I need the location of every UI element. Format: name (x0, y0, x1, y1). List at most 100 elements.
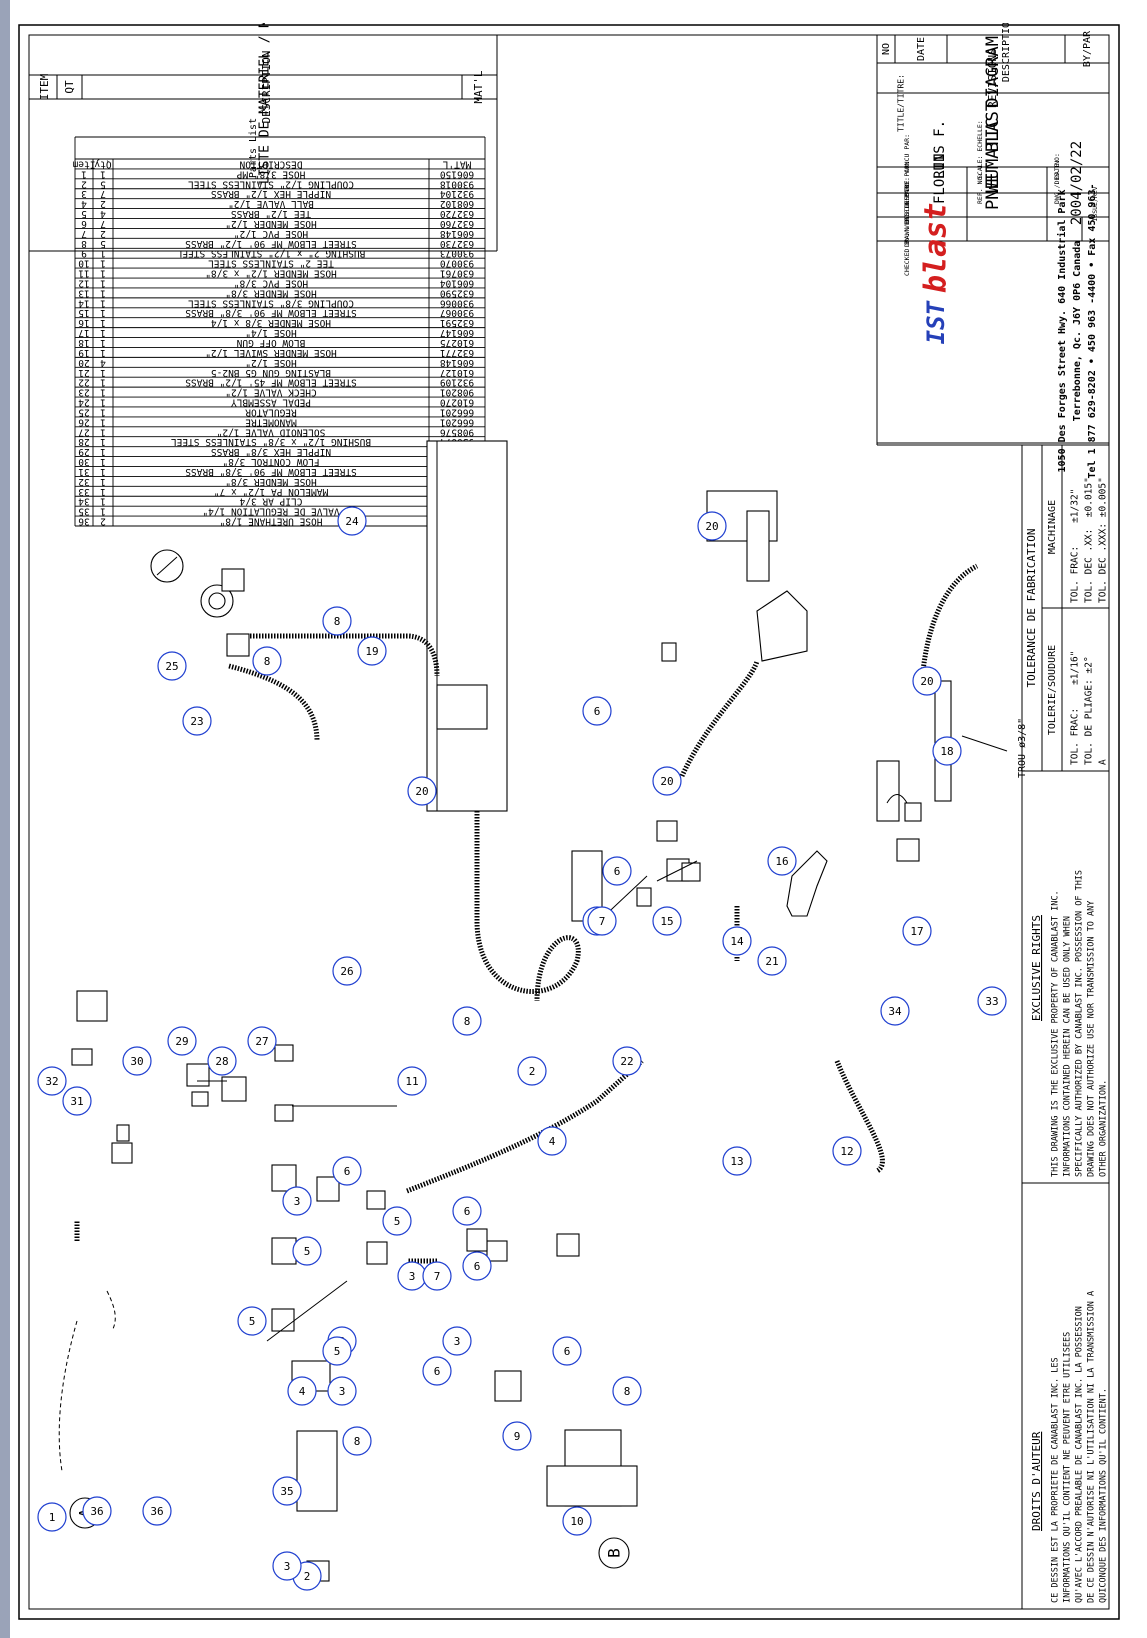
inner-border (28, 34, 1110, 1610)
balloon-label: 2 (529, 1065, 536, 1078)
drawing-canvas: LISTE DE MATERIEL / MATERIAL LIST ITEM Q… (18, 0, 1120, 1620)
cell-qty: 4 (100, 208, 106, 219)
balloon-circle (517, 1056, 547, 1086)
balloon-circle (382, 1206, 412, 1236)
cell-description: HOSE MENDER 3/8" (225, 287, 317, 298)
balloon: 2 (517, 1056, 547, 1086)
title-block: NO DATE DESCRIPTION BY/PAR REVISIONS TIT… (876, 16, 1109, 479)
cell-qty: 1 (100, 317, 106, 328)
cell-item: 26 (78, 416, 90, 427)
balloon-circle (122, 1046, 152, 1076)
cell-item: 14 (78, 297, 90, 308)
item-balloons: 1223333333445555666666677888889101112131… (37, 506, 1007, 1591)
cell-item: 19 (78, 347, 90, 358)
balloon-circle (722, 1146, 752, 1176)
balloon: 3 (327, 1376, 357, 1406)
balloon-label: 17 (910, 925, 923, 938)
balloon: 5 (382, 1206, 412, 1236)
balloon: 8 (252, 646, 282, 676)
company-address: 1050 Des Forges Street Hwy. 640 Industri… (1056, 190, 1068, 473)
cell-item: 10 (78, 258, 90, 269)
balloon-label: 3 (409, 1270, 416, 1283)
cell-matl: 908201 (440, 387, 475, 398)
balloon: 10 (562, 1506, 592, 1536)
balloon: 8 (342, 1426, 372, 1456)
balloon-circle (332, 956, 362, 986)
cell-item: 23 (78, 387, 89, 398)
balloon-label: 3 (339, 1385, 346, 1398)
balloon: 21 (757, 946, 787, 976)
balloon: 24 (337, 506, 367, 536)
cell-matl: 632591 (440, 317, 475, 328)
cell-item: 13 (78, 287, 89, 298)
hose-20-a (247, 633, 440, 677)
balloon-label: 5 (334, 1345, 341, 1358)
company-logo: IST blast (919, 203, 954, 345)
cell-item: 34 (78, 496, 90, 507)
scale-label: SCALE: ECHELLE: (976, 120, 984, 179)
cell-item: 3 (81, 188, 87, 199)
issue-label: ISSUE/REV (1091, 186, 1099, 221)
cell-qty: 1 (100, 268, 106, 279)
balloon: 7 (587, 906, 617, 936)
balloon-circle (697, 511, 727, 541)
cell-description: HOSE PVC 1/2" (234, 228, 308, 239)
balloon-label: 19 (365, 645, 378, 658)
cell-matl: 666201 (440, 406, 475, 417)
cell-matl: MAT'L (442, 158, 471, 169)
balloon-circle (452, 1006, 482, 1036)
cell-item: 36 (78, 516, 90, 527)
cell-item: 21 (78, 367, 90, 378)
balloon-circle (37, 1066, 67, 1096)
ref-label: REF. NO: (976, 173, 984, 204)
cell-qty: 1 (100, 297, 106, 308)
balloon-circle (422, 1356, 452, 1386)
material-list-header: LISTE DE MATERIEL / MATERIAL LIST ITEM Q… (28, 0, 498, 252)
balloon-circle (282, 1186, 312, 1216)
cell-matl: 606148 (440, 357, 475, 368)
designed-value: LUIS F. (932, 120, 948, 179)
balloon: 32 (37, 1066, 67, 1096)
balloon-label: 22 (620, 1055, 633, 1068)
cell-description: CHECK VALVE 1/2" (225, 387, 317, 398)
balloon-circle (337, 506, 367, 536)
balloon: 17 (902, 916, 932, 946)
rights-fr-l5: QUICONQUE DES INFORMATIONS QU'IL CONTIEN… (1099, 1388, 1109, 1603)
cell-description: SOLENOID VALVE 1/2" (217, 426, 326, 437)
cell-description: MANOMETRE (245, 416, 297, 427)
revisions-title: REVISIONS (986, 48, 999, 108)
balloon-label: 6 (564, 1345, 571, 1358)
cell-description: HOSE MENDER 3/8 x 1/4 (211, 317, 331, 328)
cell-matl: 606150 (440, 168, 475, 179)
balloon: 26 (332, 956, 362, 986)
cell-qty: 1 (100, 327, 106, 338)
balloon: 8 (612, 1376, 642, 1406)
company-city: Terrebonne, Qc. J6Y 0P6 Canada (1072, 241, 1083, 422)
cell-qty: 1 (100, 307, 106, 318)
balloon-circle (562, 1506, 592, 1536)
balloon-label: 6 (344, 1165, 351, 1178)
balloon-label: 21 (765, 955, 778, 968)
cell-qty: 1 (100, 377, 106, 388)
cell-description: BALL VALVE 1/2" (228, 198, 314, 209)
cell-matl: 666201 (440, 416, 475, 427)
balloon-label: 7 (434, 1270, 441, 1283)
cell-item: 28 (78, 436, 90, 447)
cell-item: 29 (78, 446, 90, 457)
blasting-gun (756, 590, 808, 662)
cell-description: COUPLING 1/2" STAINLESS STEEL (188, 178, 354, 189)
balloon-label: 8 (264, 655, 271, 668)
balloon: 5 (292, 1236, 322, 1266)
cell-item: 1 (81, 168, 87, 179)
balloon-circle (252, 646, 282, 676)
cell-qty: 1 (100, 416, 106, 427)
hose-20-e (919, 563, 979, 682)
balloon: 20 (912, 666, 942, 696)
hose-36-b (106, 1290, 116, 1332)
